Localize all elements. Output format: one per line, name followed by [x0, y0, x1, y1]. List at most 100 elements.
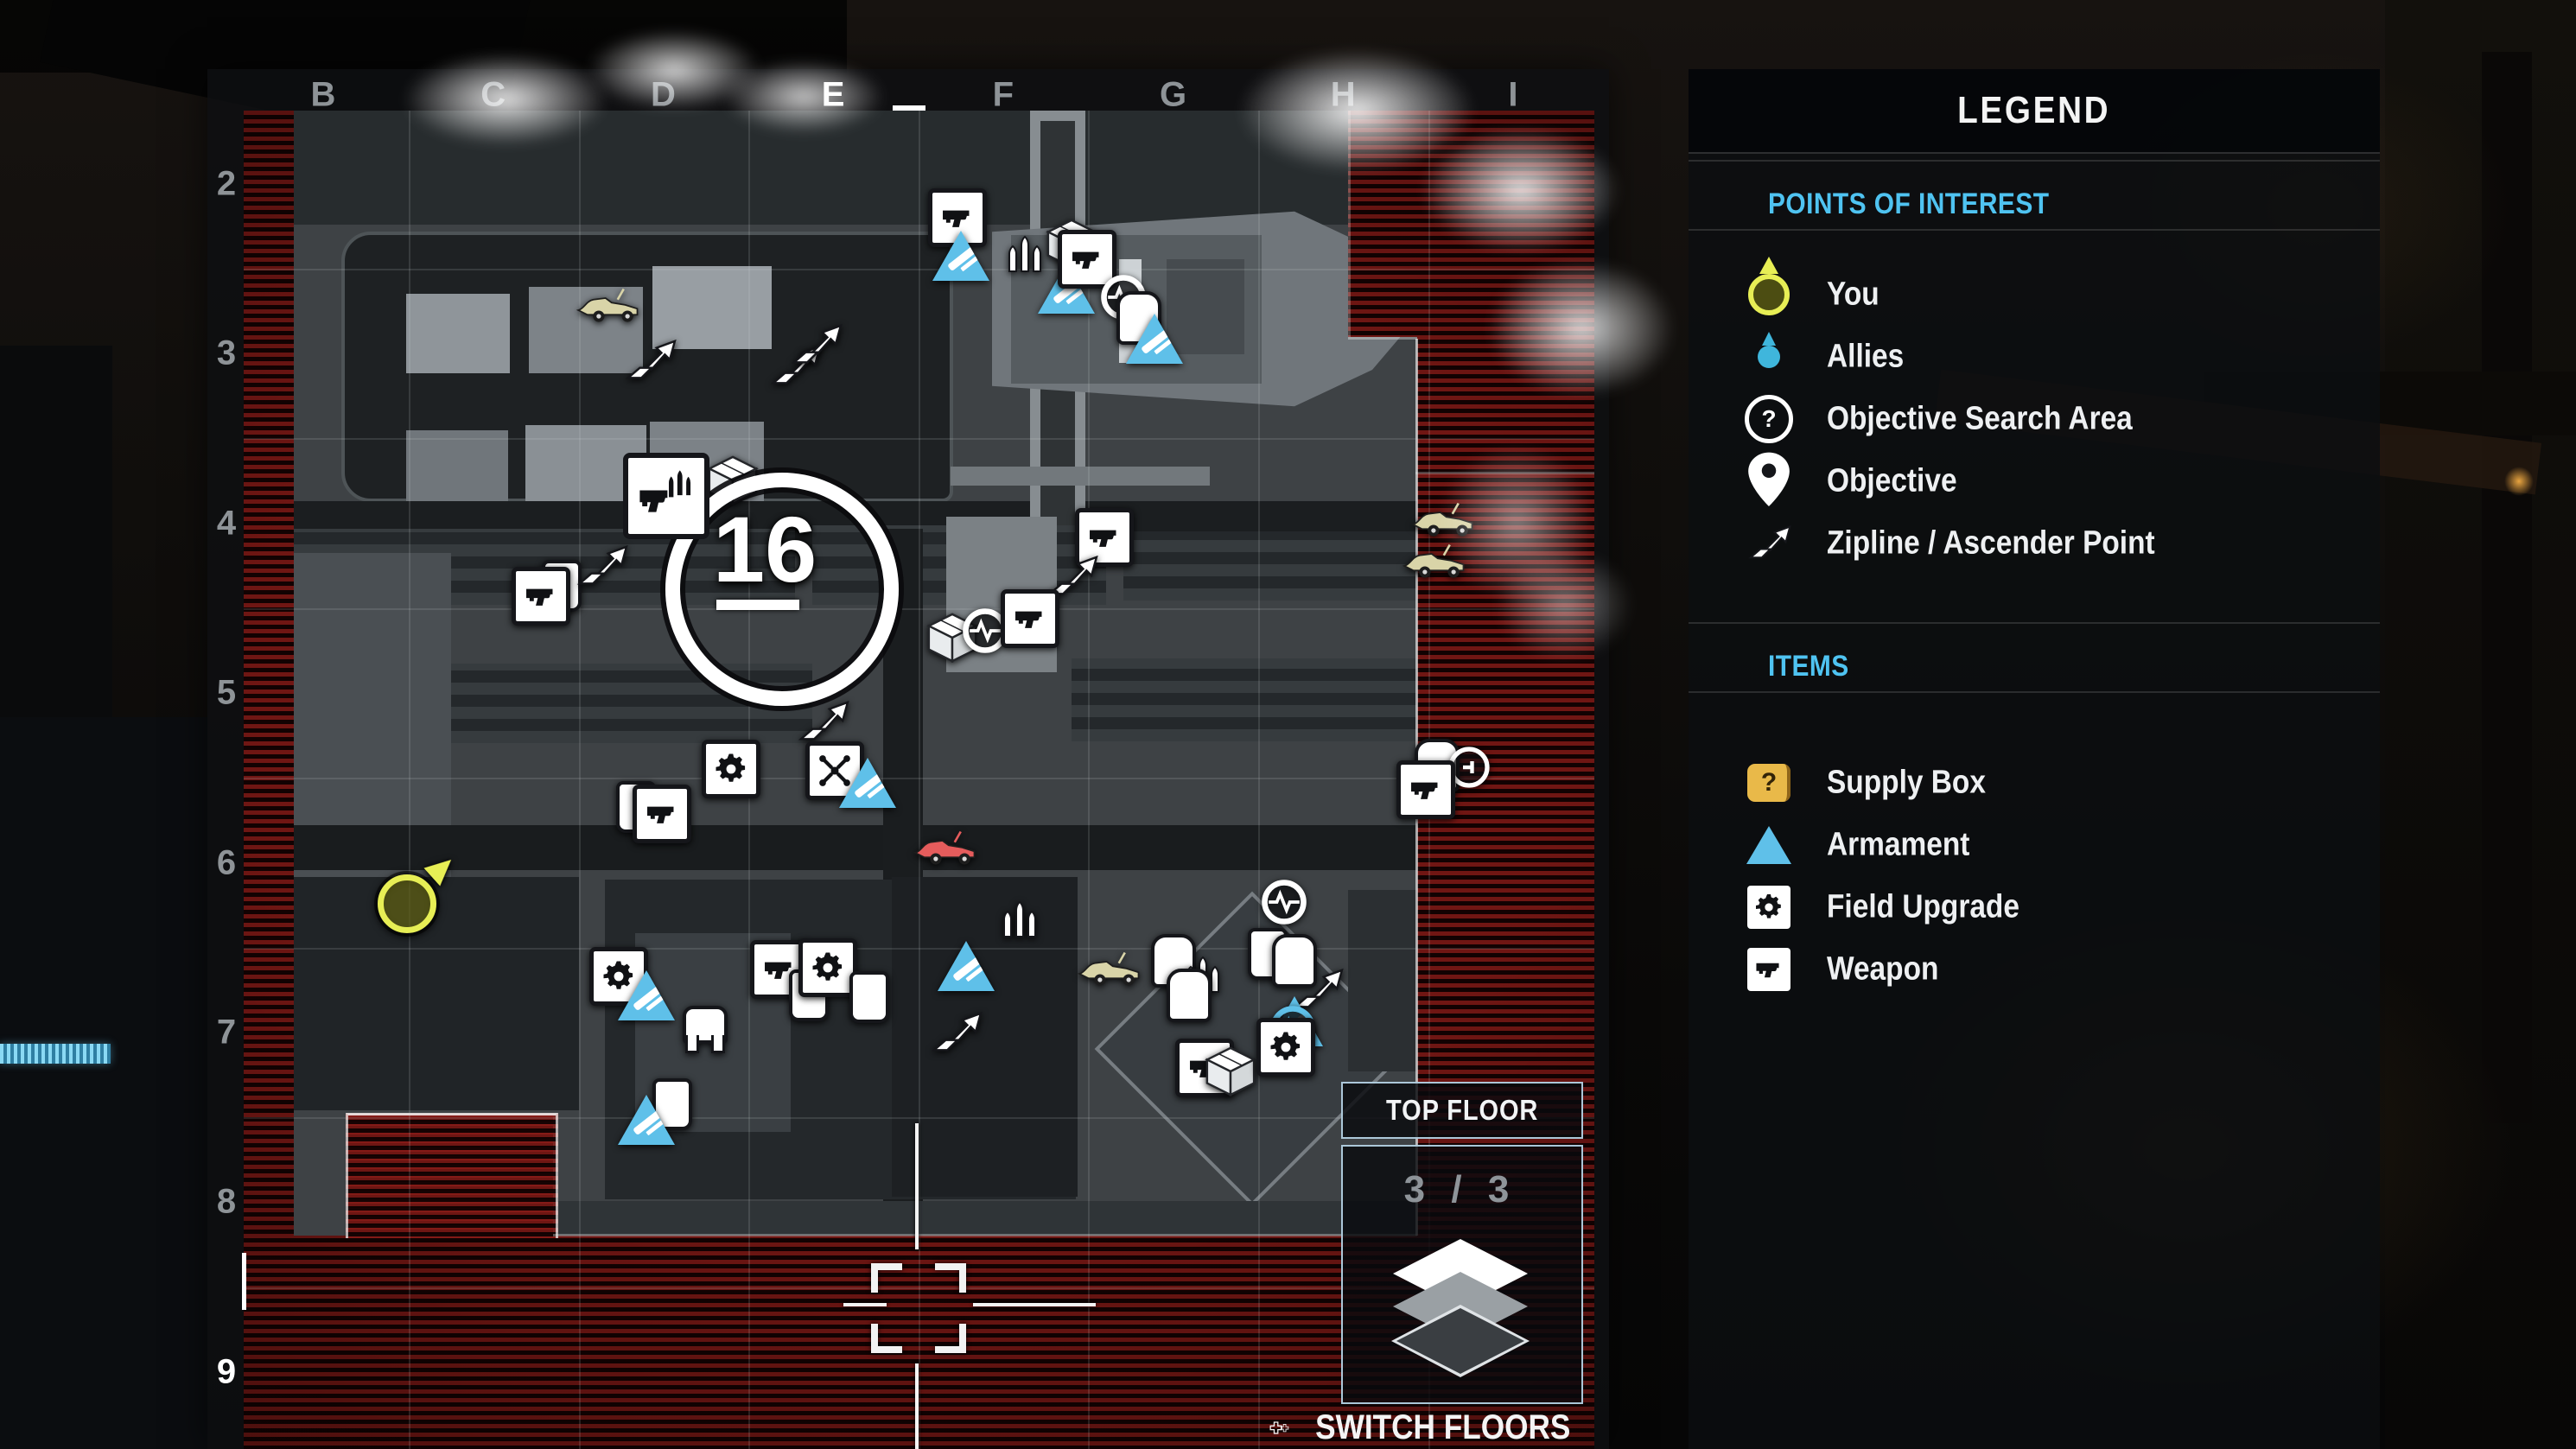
map-marker-vehicle-tan[interactable]	[1400, 540, 1472, 580]
map-marker-zipline[interactable]	[929, 1010, 983, 1057]
map-marker-vest[interactable]	[683, 1006, 728, 1044]
container	[406, 294, 510, 373]
map-marker-card[interactable]	[849, 971, 889, 1023]
yard	[294, 877, 579, 1110]
legend-row-label: Weapon	[1827, 950, 1939, 988]
map-marker-armament[interactable]	[618, 1095, 675, 1145]
armament-icon	[1740, 817, 1797, 874]
road	[294, 825, 1417, 870]
divider	[1689, 691, 2380, 693]
column-label-C: C	[480, 75, 506, 114]
building	[1348, 890, 1417, 1071]
divider	[1689, 160, 2380, 162]
map-marker-armament[interactable]	[932, 231, 989, 281]
legend-section-title: POINTS OF INTEREST	[1768, 187, 2050, 220]
map-marker-medic[interactable]	[1258, 876, 1310, 928]
map-marker-bullets[interactable]	[999, 899, 1040, 947]
gridline-horizontal	[244, 608, 1594, 610]
container-row	[1072, 658, 1417, 741]
legend-row-label: Armament	[1827, 826, 1970, 863]
column-label-G: G	[1159, 75, 1187, 114]
map-marker-fieldupgrade[interactable]	[798, 938, 857, 997]
weapon-ammo-icon	[623, 453, 709, 539]
map-boundary-line	[1415, 472, 1594, 474]
map-marker-bullets[interactable]	[1004, 233, 1046, 282]
map-marker-zipline[interactable]	[796, 699, 849, 746]
map-boundary-line	[553, 1234, 1417, 1236]
gridline-vertical	[409, 111, 410, 1449]
map-marker-weapon[interactable]	[1058, 230, 1116, 289]
legend-row-weapon: Weapon	[1689, 938, 2380, 1001]
map-marker-weapon[interactable]	[633, 785, 691, 843]
map-marker-fieldupgrade[interactable]	[1256, 1018, 1315, 1077]
map-marker-armament[interactable]	[618, 970, 675, 1020]
legend-row-armament: Armament	[1689, 814, 2380, 876]
objective-search-icon: ?	[1740, 391, 1797, 448]
cloud	[1193, 24, 1521, 197]
legend-header: LEGEND	[1689, 69, 2380, 154]
dock-lamp-glow	[2504, 467, 2534, 496]
water-strip	[294, 111, 1417, 225]
row-label-6: 6	[216, 843, 237, 882]
player-marker	[378, 850, 460, 933]
crane-tower	[1030, 111, 1085, 548]
map-marker-weapon[interactable]	[512, 567, 570, 626]
divider	[1689, 229, 2380, 231]
map-marker-zipline[interactable]	[623, 338, 677, 384]
map-marker-armament[interactable]	[1126, 314, 1183, 364]
cursor-line-vertical	[915, 1363, 919, 1449]
zipline-icon	[1740, 515, 1797, 572]
objective-search-cluster[interactable]: 16	[623, 453, 899, 706]
map-marker-armament[interactable]	[938, 941, 995, 991]
legend-row-label: Objective	[1827, 462, 1957, 499]
row-label-9: 9	[216, 1352, 237, 1391]
cursor-line-horizontal	[843, 1303, 887, 1306]
gridline-horizontal	[244, 438, 1594, 440]
column-label-I: I	[1508, 75, 1518, 114]
column-label-B: B	[310, 75, 336, 114]
map-marker-vehicle-red[interactable]	[911, 827, 983, 867]
map-marker-vehicle-tan[interactable]	[574, 284, 646, 324]
legend-row-objective-search-area: ?Objective Search Area	[1689, 388, 2380, 450]
cloud	[1469, 527, 1659, 683]
column-label-E: E	[821, 75, 845, 114]
floor-panel-title-text: TOP FLOOR	[1385, 1094, 1539, 1126]
map-boundary-notch	[346, 1113, 558, 1238]
map-marker-zipline[interactable]	[789, 322, 843, 369]
row-label-4: 4	[216, 504, 237, 543]
cluster-count: 16	[713, 497, 817, 601]
map-boundary-line	[1348, 337, 1417, 340]
floor-panel-title: TOP FLOOR	[1341, 1082, 1583, 1139]
legend-row-label: Zipline / Ascender Point	[1827, 524, 2155, 562]
cloud	[691, 45, 916, 149]
map-marker-armament[interactable]	[839, 758, 896, 808]
map-marker-fieldupgrade[interactable]	[702, 740, 760, 798]
map-marker-zipline[interactable]	[575, 543, 628, 590]
map-marker-vehicle-tan[interactable]	[1075, 948, 1148, 988]
map-marker-zipline[interactable]	[1290, 967, 1344, 1014]
crane-silhouette	[40, 0, 531, 160]
floor-panel	[1341, 1145, 1583, 1404]
row-label-2: 2	[216, 164, 237, 203]
map-marker-vehicle-tan[interactable]	[1409, 499, 1481, 538]
map-marker-backpack[interactable]	[1167, 969, 1212, 1022]
map-marker-weapon[interactable]	[1396, 760, 1455, 819]
active-column-dash	[893, 105, 925, 111]
map-marker-weapon[interactable]	[1001, 589, 1059, 648]
map-marker-crate[interactable]	[1204, 1045, 1257, 1098]
quay-edge	[553, 1201, 1417, 1236]
gridline-horizontal	[244, 948, 1594, 950]
switch-floors-button[interactable]: SWITCH FLOORS	[1269, 1407, 1588, 1449]
map-marker-crate[interactable]	[706, 454, 760, 507]
legend-row-label: Supply Box	[1827, 764, 1986, 801]
dpad-icon	[1269, 1420, 1282, 1434]
map-marker-backpack[interactable]	[1272, 934, 1317, 988]
map-boundary-line	[1348, 111, 1351, 337]
active-row-dash	[242, 1253, 246, 1310]
supply-box-icon: ?	[1740, 754, 1797, 811]
container-stack-silhouette	[0, 346, 112, 717]
map-marker-weapon[interactable]	[1075, 508, 1134, 567]
column-label-F: F	[992, 75, 1014, 114]
